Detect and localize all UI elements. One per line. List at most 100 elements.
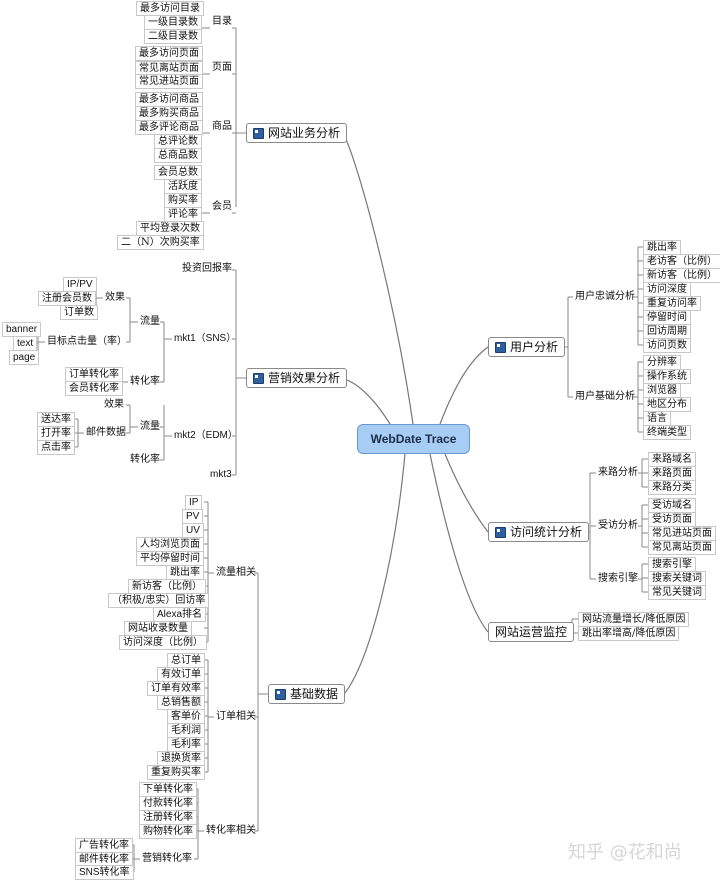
leaf-node[interactable]: 退换货率 bbox=[157, 751, 205, 766]
node-directory[interactable]: 目录 bbox=[212, 16, 232, 27]
leaf-node[interactable]: PV bbox=[182, 509, 204, 524]
leaf-node[interactable]: 语言 bbox=[643, 411, 671, 426]
node-mkt2-flow[interactable]: 流量 bbox=[140, 421, 160, 432]
leaf-node[interactable]: 广告转化率 bbox=[75, 838, 133, 853]
leaf-node[interactable]: 网站收录数量 bbox=[124, 621, 192, 636]
leaf-node[interactable]: 跳出率 bbox=[166, 565, 204, 580]
leaf-node[interactable]: 搜索引擎 bbox=[648, 557, 696, 572]
leaf-node[interactable]: 客单价 bbox=[167, 709, 205, 724]
node-mkt2-mail[interactable]: 邮件数据 bbox=[86, 427, 126, 438]
leaf-node[interactable]: 一级目录数 bbox=[144, 15, 202, 30]
central-topic[interactable]: WebDate Trace bbox=[357, 424, 470, 454]
node-mkt2-conversion[interactable]: 转化率 bbox=[130, 454, 160, 465]
leaf-node[interactable]: 打开率 bbox=[37, 426, 75, 441]
leaf-node[interactable]: （积极/忠实）回访率 bbox=[108, 593, 210, 608]
branch-user-analysis[interactable]: 用户分析 bbox=[488, 337, 566, 357]
leaf-node[interactable]: 二（N）次购买率 bbox=[117, 235, 204, 250]
node-mkt1[interactable]: mkt1（SNS） bbox=[174, 333, 237, 344]
node-roi[interactable]: 投资回报率 bbox=[182, 263, 232, 274]
node-mkt3[interactable]: mkt3 bbox=[210, 469, 232, 480]
leaf-node[interactable]: 最多评论商品 bbox=[135, 120, 203, 135]
node-user-basic[interactable]: 用户基础分析 bbox=[575, 391, 635, 402]
leaf-node[interactable]: 受访域名 bbox=[648, 498, 696, 513]
leaf-node[interactable]: page bbox=[9, 350, 40, 365]
leaf-node[interactable]: 常见关键词 bbox=[648, 585, 706, 600]
leaf-node[interactable]: 受访页面 bbox=[648, 512, 696, 527]
node-mkt2-effect[interactable]: 效果 bbox=[104, 399, 124, 410]
leaf-node[interactable]: IP bbox=[185, 495, 203, 510]
node-page[interactable]: 页面 bbox=[212, 62, 232, 73]
leaf-node[interactable]: 购买率 bbox=[164, 193, 202, 208]
leaf-node[interactable]: 最多购买商品 bbox=[135, 106, 203, 121]
leaf-node[interactable]: 常见进站页面 bbox=[648, 526, 716, 541]
leaf-node[interactable]: 订单有效率 bbox=[147, 681, 205, 696]
leaf-node[interactable]: 终端类型 bbox=[643, 425, 691, 440]
leaf-node[interactable]: 回访周期 bbox=[643, 324, 691, 339]
leaf-node[interactable]: Alexa排名 bbox=[153, 607, 207, 622]
leaf-node[interactable]: 跳出率增高/降低原因 bbox=[578, 626, 680, 641]
leaf-node[interactable]: 注册转化率 bbox=[139, 810, 197, 825]
leaf-node[interactable]: 付款转化率 bbox=[139, 796, 197, 811]
branch-visit-analysis[interactable]: 访问统计分析 bbox=[488, 522, 590, 542]
leaf-node[interactable]: 最多访问目录 bbox=[136, 1, 204, 16]
leaf-node[interactable]: UV bbox=[182, 523, 204, 538]
leaf-node[interactable]: 会员转化率 bbox=[65, 381, 123, 396]
node-user-loyalty[interactable]: 用户忠诚分析 bbox=[575, 291, 635, 302]
leaf-node[interactable]: 重复访问率 bbox=[643, 296, 701, 311]
node-mkt2[interactable]: mkt2（EDM） bbox=[174, 430, 238, 441]
leaf-node[interactable]: SNS转化率 bbox=[75, 865, 134, 880]
leaf-node[interactable]: 总评论数 bbox=[154, 134, 202, 149]
leaf-node[interactable]: 新访客（比例） bbox=[128, 579, 206, 594]
node-mkt1-flow[interactable]: 流量 bbox=[140, 316, 160, 327]
leaf-node[interactable]: 跳出率 bbox=[643, 240, 681, 255]
node-source[interactable]: 来路分析 bbox=[598, 467, 638, 478]
leaf-node[interactable]: 毛利率 bbox=[167, 737, 205, 752]
leaf-node[interactable]: 地区分布 bbox=[643, 397, 691, 412]
node-mkt1-effect[interactable]: 效果 bbox=[105, 292, 125, 303]
leaf-node[interactable]: 网站流量增长/降低原因 bbox=[578, 612, 690, 627]
node-mkt1-conversion[interactable]: 转化率 bbox=[130, 376, 160, 387]
branch-ops-monitor[interactable]: 网站运营监控 bbox=[488, 622, 575, 642]
leaf-node[interactable]: 访问深度（比例） bbox=[119, 635, 207, 650]
leaf-node[interactable]: 总销售额 bbox=[157, 695, 205, 710]
node-member[interactable]: 会员 bbox=[212, 201, 232, 212]
leaf-node[interactable]: 送达率 bbox=[37, 412, 75, 427]
leaf-node[interactable]: 常见进站页面 bbox=[135, 74, 203, 89]
node-search-engine[interactable]: 搜索引擎 bbox=[598, 573, 638, 584]
leaf-node[interactable]: 访问深度 bbox=[643, 282, 691, 297]
node-goods[interactable]: 商品 bbox=[212, 121, 232, 132]
branch-site-analysis[interactable]: 网站业务分析 bbox=[246, 123, 348, 143]
leaf-node[interactable]: 注册会员数 bbox=[38, 291, 96, 306]
leaf-node[interactable]: 平均登录次数 bbox=[136, 221, 204, 236]
leaf-node[interactable]: 订单数 bbox=[60, 305, 98, 320]
branch-basic-data[interactable]: 基础数据 bbox=[268, 684, 346, 704]
leaf-node[interactable]: 活跃度 bbox=[164, 179, 202, 194]
leaf-node[interactable]: 最多访问页面 bbox=[135, 46, 203, 61]
leaf-node[interactable]: 来路页面 bbox=[648, 466, 696, 481]
leaf-node[interactable]: 搜索关键词 bbox=[648, 571, 706, 586]
node-order[interactable]: 订单相关 bbox=[216, 711, 256, 722]
leaf-node[interactable]: IP/PV bbox=[63, 277, 97, 292]
leaf-node[interactable]: 操作系统 bbox=[643, 369, 691, 384]
leaf-node[interactable]: 会员总数 bbox=[154, 165, 202, 180]
leaf-node[interactable]: 订单转化率 bbox=[65, 367, 123, 382]
leaf-node[interactable]: 总商品数 bbox=[154, 148, 202, 163]
node-traffic[interactable]: 流量相关 bbox=[216, 567, 256, 578]
leaf-node[interactable]: 最多访问商品 bbox=[135, 92, 203, 107]
branch-marketing-analysis[interactable]: 营销效果分析 bbox=[246, 368, 348, 388]
leaf-node[interactable]: 购物转化率 bbox=[139, 824, 197, 839]
leaf-node[interactable]: 常见离站页面 bbox=[648, 540, 716, 555]
leaf-node[interactable]: 停留时间 bbox=[643, 310, 691, 325]
leaf-node[interactable]: 二级目录数 bbox=[144, 29, 202, 44]
leaf-node[interactable]: 重复购买率 bbox=[147, 765, 205, 780]
leaf-node[interactable]: 老访客（比例） bbox=[643, 254, 720, 269]
leaf-node[interactable]: 来路域名 bbox=[648, 452, 696, 467]
leaf-node[interactable]: text bbox=[13, 336, 38, 351]
leaf-node[interactable]: 平均停留时间 bbox=[136, 551, 204, 566]
leaf-node[interactable]: 评论率 bbox=[164, 207, 202, 222]
leaf-node[interactable]: 访问页数 bbox=[643, 338, 691, 353]
leaf-node[interactable]: 点击率 bbox=[37, 440, 75, 455]
node-mkt1-target[interactable]: 目标点击量（率） bbox=[47, 336, 127, 347]
leaf-node[interactable]: 来路分类 bbox=[648, 480, 696, 495]
leaf-node[interactable]: 新访客（比例） bbox=[643, 268, 720, 283]
